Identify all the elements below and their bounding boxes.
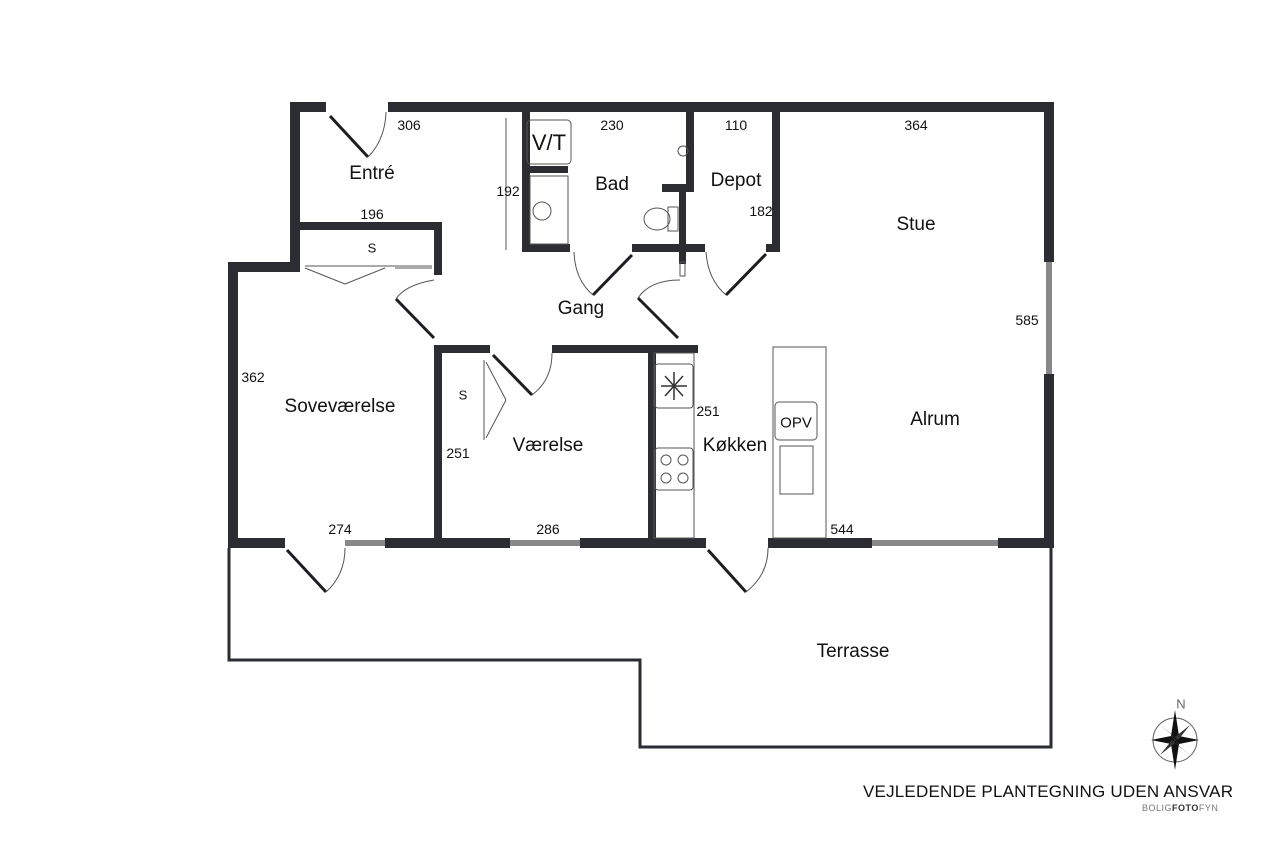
disclaimer-text: VEJLEDENDE PLANTEGNING UDEN ANSVAR (863, 782, 1234, 801)
room-label-sovevaerelse: Soveværelse (284, 396, 396, 417)
room-label-entre: Entré (349, 163, 395, 184)
room-label-terrasse: Terrasse (816, 641, 890, 662)
dimension-label: 196 (360, 206, 384, 222)
brand-part: FOTO (1172, 803, 1199, 813)
dimension-label: 251 (446, 445, 470, 461)
dimension-label: 192 (496, 183, 520, 199)
room-label-alrum: Alrum (910, 409, 960, 430)
dimension-label: 274 (328, 521, 352, 537)
room-label-depot: Depot (710, 170, 762, 191)
fixtures (505, 118, 827, 539)
washer-dryer-label: V/T (531, 130, 567, 155)
snowflake-icon (661, 372, 687, 400)
brand-logo: BOLIGFOTOFYN (1142, 803, 1218, 813)
dishwasher-label: OPV (780, 414, 812, 432)
dimension-label: 286 (536, 521, 560, 537)
compass-icon (1151, 710, 1199, 770)
dimension-label: 544 (830, 521, 854, 537)
lamp-icon (677, 145, 689, 157)
dimension-label: 230 (600, 117, 624, 133)
dimension-label: 585 (1015, 312, 1039, 328)
toilet-icon (643, 207, 671, 231)
freezer-icon (654, 363, 694, 409)
closet-label: S (458, 387, 468, 403)
walls (228, 102, 1054, 548)
room-label-vaerelse: Værelse (512, 435, 584, 456)
compass-north-label: N (1176, 696, 1186, 712)
dimension-label: 110 (724, 117, 748, 133)
dimension-label: 182 (749, 203, 773, 219)
room-label-stue: Stue (896, 214, 936, 235)
dishwasher (774, 401, 818, 441)
dimension-label: 306 (397, 117, 421, 133)
dimension-label: 364 (904, 117, 928, 133)
closet-label: S (367, 240, 377, 256)
kitchen-island (772, 346, 827, 539)
room-label-gang: Gang (557, 298, 605, 319)
windows (345, 262, 1052, 546)
brand-part: BOLIG (1142, 803, 1173, 813)
island-sink (779, 445, 814, 495)
brand-part: FYN (1198, 803, 1219, 813)
room-label-kokken: Køkken (702, 435, 768, 456)
doors (285, 111, 769, 594)
dimension-label: 251 (696, 403, 720, 419)
sink-counter (529, 175, 569, 245)
dimension-label: 362 (241, 369, 265, 385)
room-label-bad: Bad (595, 174, 629, 195)
sink-icon (532, 201, 552, 221)
kitchen-counter (653, 352, 695, 539)
stove-icon (654, 447, 694, 491)
washer-dryer (526, 119, 572, 165)
terrace-outline (227, 548, 1053, 749)
